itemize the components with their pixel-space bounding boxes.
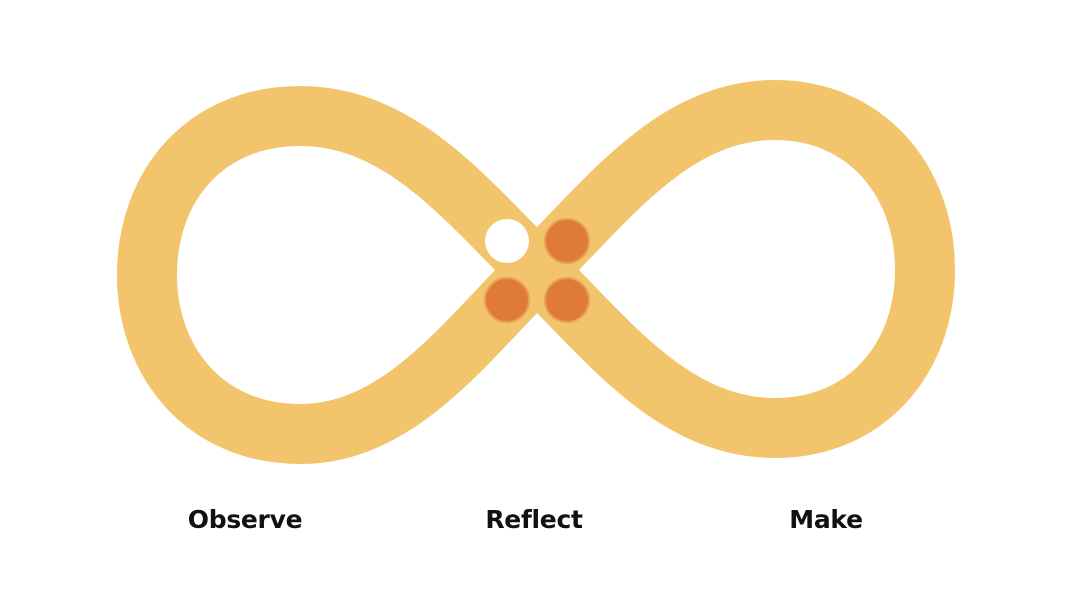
- dot-top-left: [485, 219, 529, 263]
- label-observe: Observe: [187, 505, 303, 534]
- dot-bottom-left: [484, 277, 530, 323]
- dot-top-right: [544, 218, 590, 264]
- label-reflect: Reflect: [485, 505, 583, 534]
- infinity-loop: [117, 80, 955, 464]
- label-make: Make: [789, 505, 863, 534]
- dot-bottom-right: [544, 277, 590, 323]
